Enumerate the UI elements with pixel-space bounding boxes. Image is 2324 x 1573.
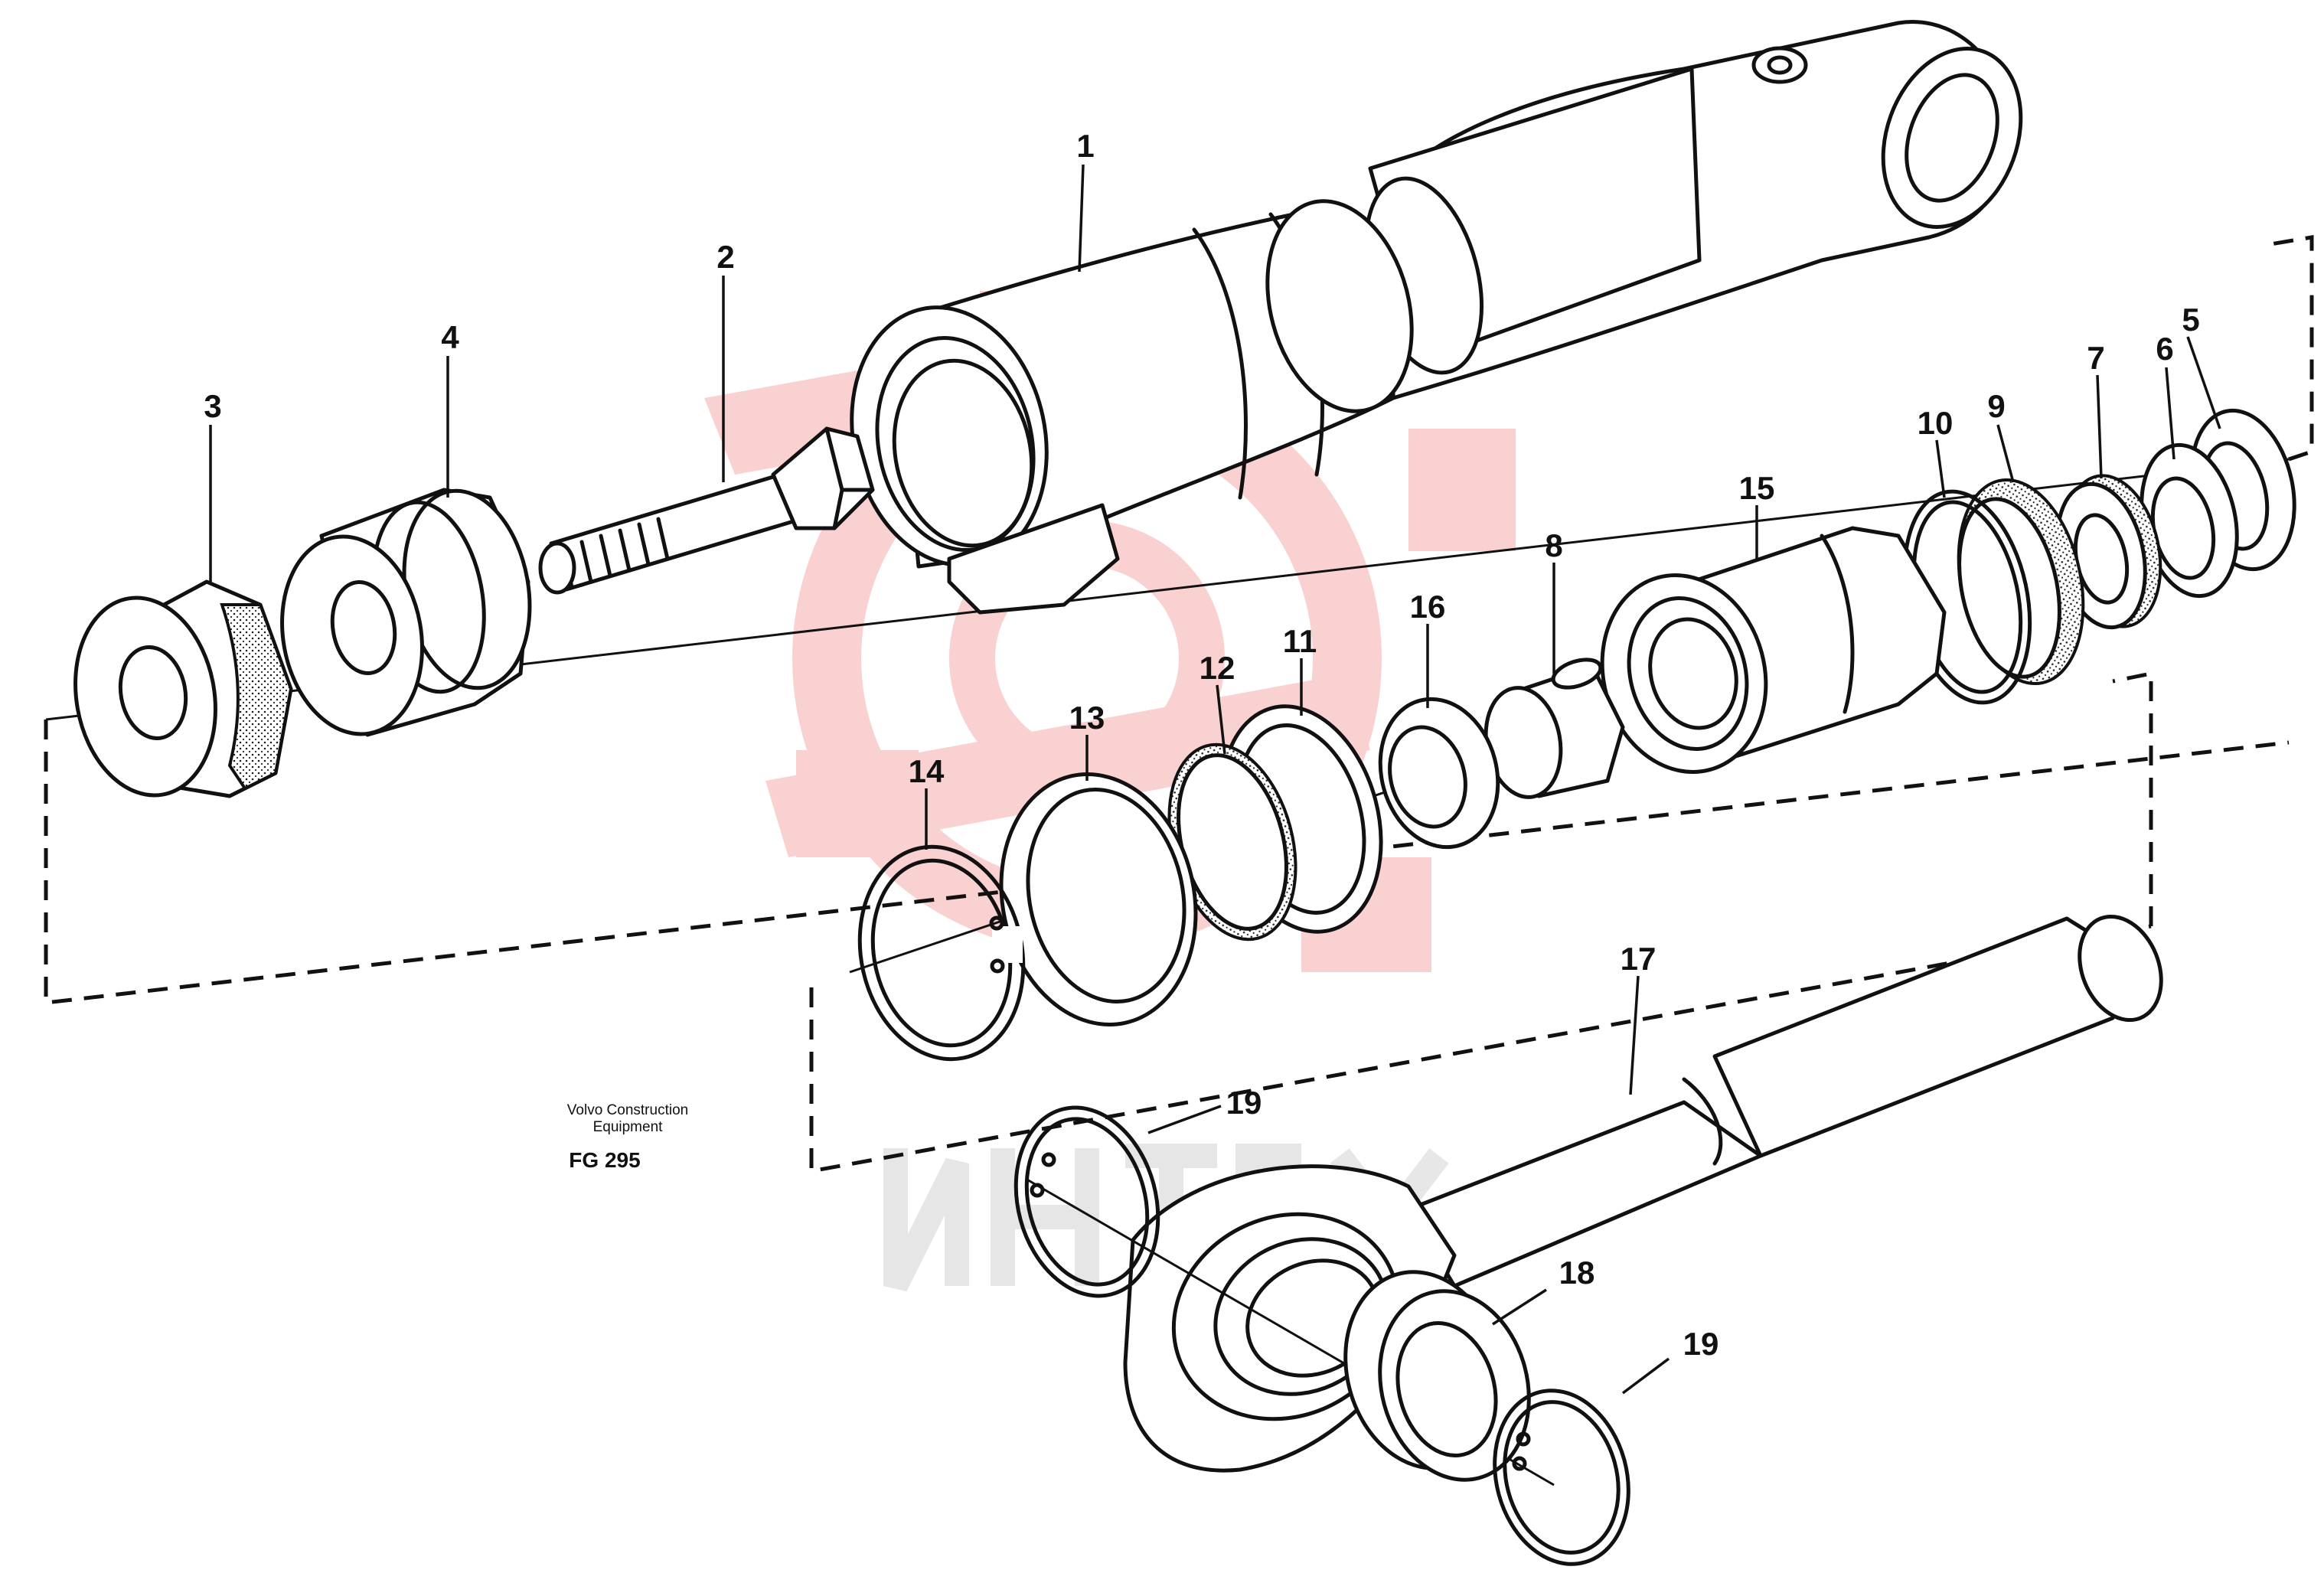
cylinder-head [1600,526,1947,774]
seal-ring-12 [1167,742,1297,942]
leader-lines [209,164,2221,1395]
callout-5: 5 [2182,302,2199,338]
cylinder-tube [850,20,2023,615]
callout-11: 11 [1283,623,1317,659]
piston-seal-carrier [280,488,532,737]
spherical-bearing [1343,1270,1531,1482]
bushing [1378,697,1500,850]
piston [73,579,293,798]
callout-18: 18 [1559,1255,1595,1291]
callout-15: 15 [1739,470,1775,506]
publisher-caption: Volvo Construction Equipment [536,1102,720,1136]
callout-12: 12 [1200,650,1235,686]
callout-7: 7 [2087,340,2104,376]
lower-right-dashed-bracket [2112,671,2153,926]
sleeve [1484,658,1625,799]
piston-rod [1123,914,2163,1473]
callout-19-upper: 19 [1226,1085,1262,1121]
callout-6: 6 [2156,331,2173,367]
callout-4: 4 [441,319,459,355]
callout-19-lower: 19 [1683,1326,1719,1362]
callout-2: 2 [716,239,734,275]
circlip-19-lower [1493,1389,1630,1566]
upper-right-dashed-bracket [2265,235,2314,462]
callout-1: 1 [1076,128,1094,164]
callout-17: 17 [1621,941,1657,977]
figure-code: FG 295 [569,1148,641,1172]
callout-labels: 1 2 3 4 5 6 7 8 9 10 11 12 13 14 15 16 1… [204,128,2199,1362]
snap-ring-14 [857,844,1026,1062]
bolt [538,426,875,595]
callout-8: 8 [1545,527,1562,563]
callout-16: 16 [1410,589,1446,625]
callout-3: 3 [204,388,221,424]
publisher-line-1: Volvo Construction [566,1102,689,1118]
callout-13: 13 [1069,700,1105,736]
publisher-line-2: Equipment [592,1119,663,1135]
ring-13 [999,772,1198,1026]
callout-9: 9 [1987,388,2005,424]
seal-ring-9 [1957,478,2085,686]
circlip-19-upper [1013,1105,1160,1298]
callout-14: 14 [909,753,945,789]
callout-10: 10 [1918,405,1954,441]
